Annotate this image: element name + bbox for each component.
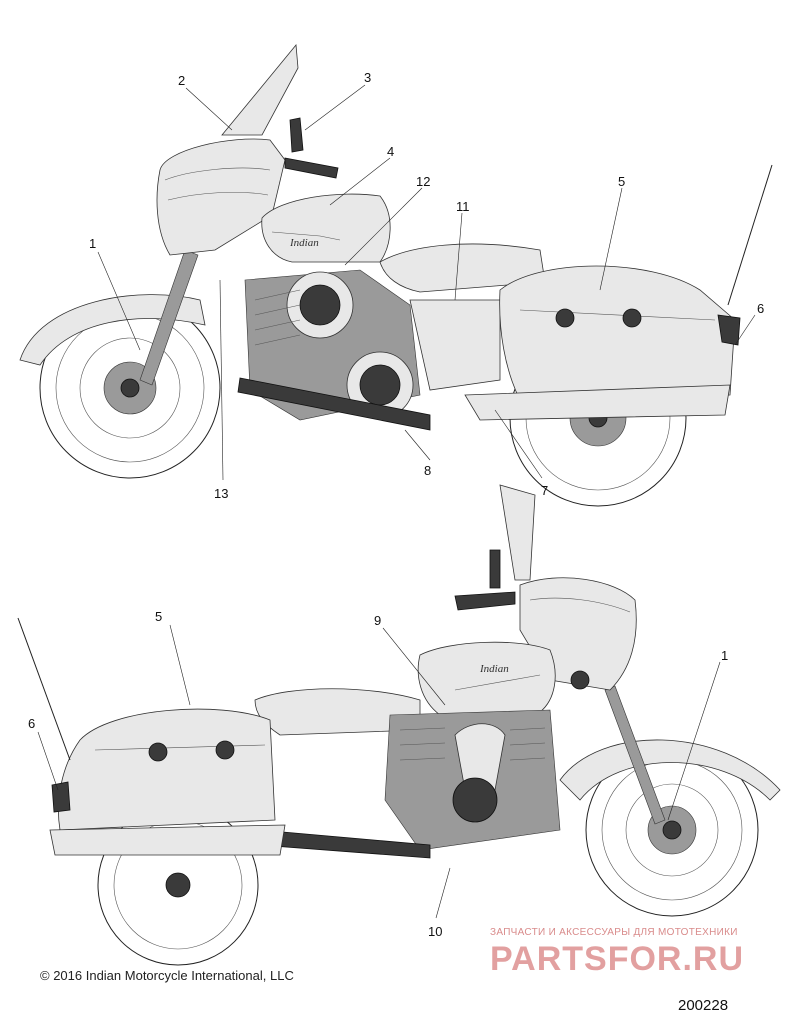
motorcycle-right-view: Indian: [17, 484, 781, 966]
figure-number: 200228: [678, 997, 729, 1014]
leader-lines-top: [97, 84, 756, 481]
fuel-tank-top: [261, 193, 391, 263]
callout-5-top: 5: [618, 174, 625, 189]
exhaust-top: [237, 377, 431, 431]
callout-6-top: 6: [757, 301, 764, 316]
handlebar-bottom: [454, 591, 516, 611]
engine-bottom: [384, 709, 561, 851]
windshield-top: [221, 43, 299, 136]
motorcycle-left-view: Indian: [19, 43, 773, 507]
front-fork-top: [139, 249, 199, 386]
saddlebag-top: [499, 265, 736, 401]
saddlebag-bottom: [58, 708, 276, 831]
svg-text:Indian: Indian: [479, 663, 509, 675]
callout-13: 13: [214, 486, 228, 501]
watermark-brand: PARTSFOR.RU: [490, 940, 745, 978]
handlebar-top: [284, 157, 339, 179]
copyright-text: © 2016 Indian Motorcycle International, …: [40, 968, 294, 983]
callout-1-top: 1: [89, 236, 96, 251]
callout-5-bottom: 5: [155, 609, 162, 624]
windshield-bottom: [499, 484, 536, 581]
leader-lines-bottom: [37, 624, 721, 919]
callout-labels-top: 1 2 3 4 12 11 5 6 13 8 7: [89, 70, 764, 501]
watermark-tagline: ЗАПЧАСТИ И АКСЕССУАРЫ ДЛЯ МОТОТЕХНИКИ: [490, 927, 738, 938]
callout-8: 8: [424, 463, 431, 478]
callout-12: 12: [416, 174, 430, 189]
callout-1-bottom: 1: [721, 648, 728, 663]
callout-labels-bottom: 5 9 1 6 10: [28, 609, 728, 939]
callout-6-bottom: 6: [28, 716, 35, 731]
callout-10: 10: [428, 924, 442, 939]
fuel-tank-bottom: [417, 641, 556, 716]
svg-text:Indian: Indian: [289, 237, 319, 249]
callout-9: 9: [374, 613, 381, 628]
front-fender-top: [19, 294, 206, 366]
front-fender-bottom: [559, 739, 781, 801]
callout-7: 7: [541, 483, 548, 498]
seat-top: [379, 243, 546, 293]
callout-3: 3: [364, 70, 371, 85]
exhaust-bottom: [259, 829, 431, 859]
callout-4: 4: [387, 144, 394, 159]
callout-2: 2: [178, 73, 185, 88]
callout-11: 11: [456, 199, 470, 214]
